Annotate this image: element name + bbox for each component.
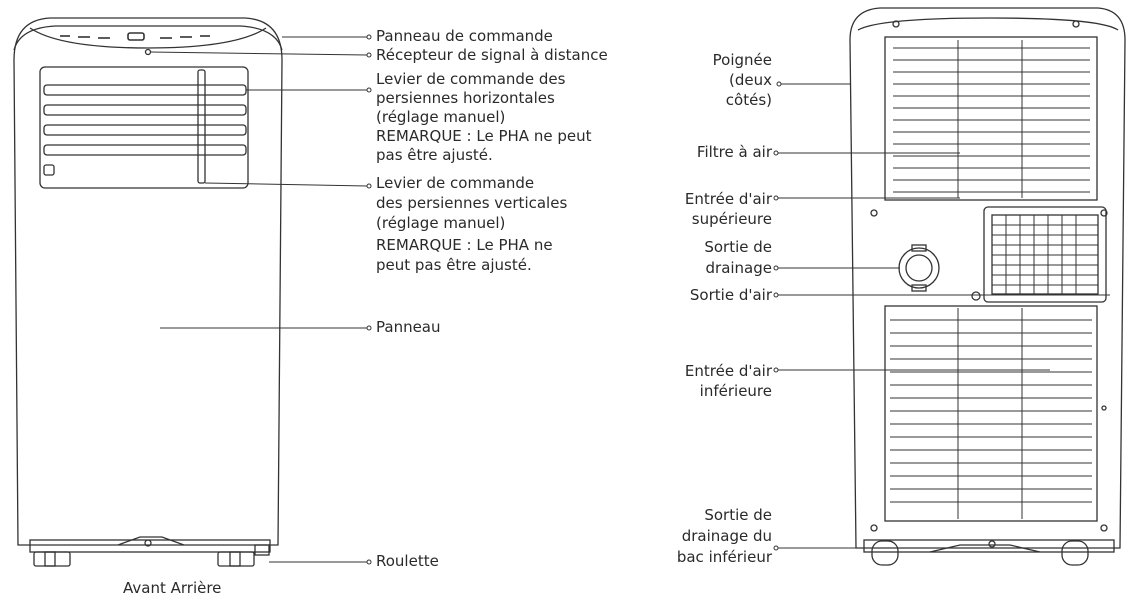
front-top-bezel: [29, 27, 267, 49]
drain-outlet: [898, 244, 940, 292]
label-caster: Roulette: [376, 552, 439, 570]
front-unit: [13, 17, 283, 567]
air-vent-frame: [39, 66, 249, 189]
label-line: peut pas être ajusté.: [376, 256, 532, 274]
label-vertical-louver-lever: Levier de commande des persiennes vertic…: [376, 173, 567, 275]
label-control-panel: Panneau de commande: [376, 27, 553, 45]
label-remote-receiver: Récepteur de signal à distance: [376, 46, 608, 64]
rear-leader-lines: [773, 81, 1110, 551]
caption: Avant Arrière: [123, 579, 222, 597]
label-line: Levier de commande des: [376, 70, 566, 88]
label-line: REMARQUE : Le PHA ne: [376, 236, 553, 254]
label-line: supérieure: [691, 210, 772, 228]
label-line: côtés): [725, 91, 772, 109]
label-line: persiennes horizontales: [376, 89, 555, 107]
label-line: (deux: [729, 71, 772, 89]
remote-receiver-dot: [144, 48, 152, 56]
control-panel-buttons: [60, 32, 210, 41]
rear-top-edge: [857, 17, 1119, 31]
label-line: Poignée: [712, 51, 772, 69]
vertical-louver-lever: [197, 69, 206, 184]
label-lower-air-inlet: Entrée d'air inférieure: [685, 361, 772, 401]
label-line: Entrée d'air: [684, 190, 772, 208]
label-line: inférieure: [699, 382, 772, 400]
label-air-filter: Filtre à air: [696, 143, 772, 161]
label-air-outlet: Sortie d'air: [689, 286, 772, 304]
air-filter-bars: [893, 40, 1090, 198]
front-body-outline: [13, 17, 283, 546]
label-line: bac inférieur: [676, 548, 772, 566]
front-casters: [33, 536, 270, 567]
label-line: pas être ajusté.: [376, 146, 493, 164]
label-handle: Poignée (deux côtés): [713, 50, 772, 110]
label-line: (réglage manuel): [376, 108, 506, 126]
exhaust-grille-bars: [992, 215, 1098, 294]
label-line: des persiennes verticales: [376, 194, 568, 212]
horizontal-louvers: [43, 84, 247, 176]
rear-screws: [870, 20, 1108, 532]
lower-air-inlet-frame: [884, 305, 1098, 522]
label-bottom-tray-drain: Sortie de drainage du bac inférieur: [677, 505, 772, 568]
air-filter-frame: [884, 36, 1098, 201]
upper-air-inlet-frame: [983, 206, 1107, 303]
front-leader-lines: [149, 34, 372, 565]
label-horizontal-louver-lever: Levier de commande des persiennes horizo…: [376, 70, 591, 165]
rear-casters: [871, 540, 1089, 566]
label-line: Sortie de: [704, 506, 772, 524]
label-line: drainage du: [681, 527, 772, 545]
label-line: Sortie de: [704, 238, 772, 256]
label-line: drainage: [705, 259, 773, 277]
rear-body-outline: [849, 7, 1126, 549]
label-line: REMARQUE : Le PHA ne peut: [376, 127, 592, 145]
label-panel: Panneau: [376, 318, 441, 336]
front-top-panel: [13, 25, 283, 51]
label-line: Entrée d'air: [684, 362, 772, 380]
lower-air-inlet-bars: [890, 308, 1092, 519]
rear-base: [863, 539, 1115, 553]
label-line: (réglage manuel): [376, 214, 506, 232]
label-upper-air-inlet: Entrée d'air supérieure: [685, 189, 772, 229]
label-line: Levier de commande: [376, 174, 535, 192]
rear-unit: [849, 7, 1126, 566]
label-drain-outlet: Sortie de drainage: [704, 237, 772, 279]
